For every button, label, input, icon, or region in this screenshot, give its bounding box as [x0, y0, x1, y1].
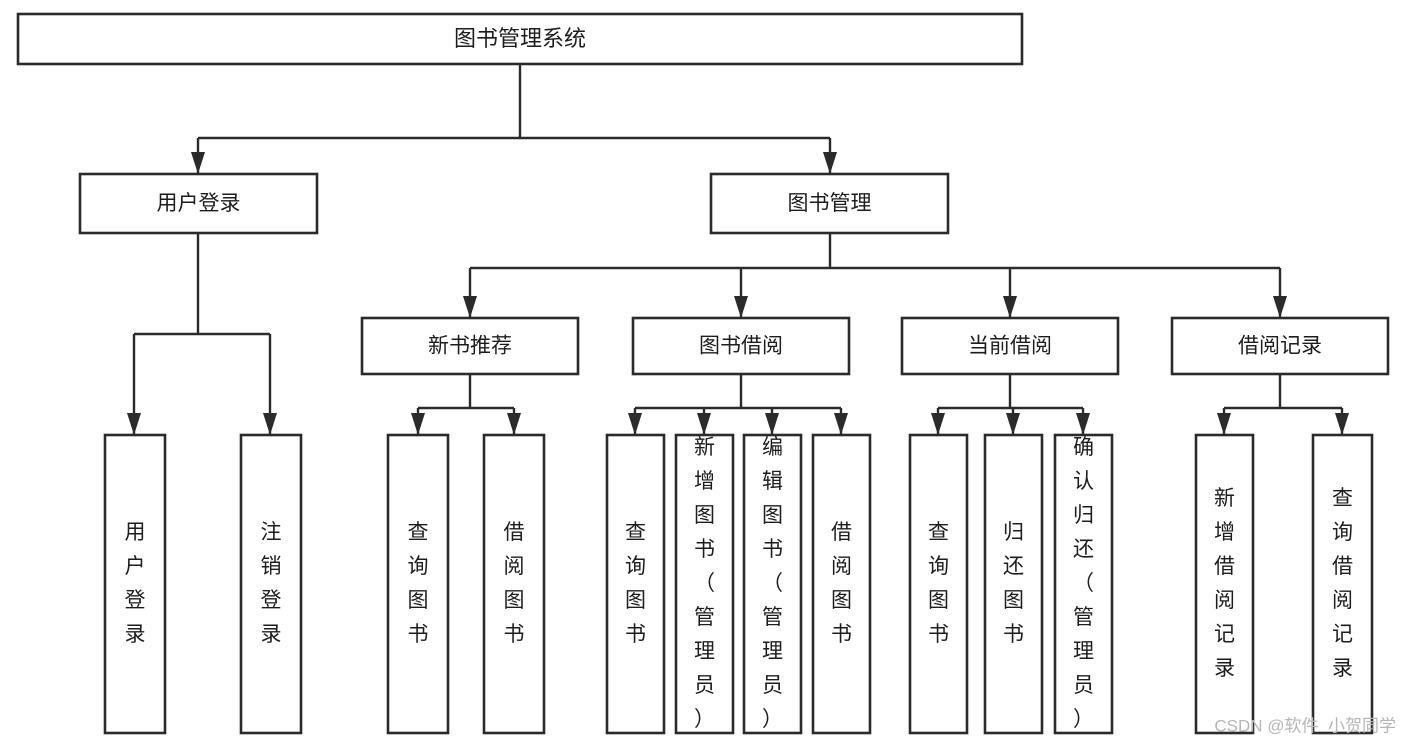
node-l2-图书管理-label: 图书管理: [788, 192, 872, 215]
node-l3-新书推荐-label: 新书推荐: [428, 335, 512, 358]
node-root-图书管理系统-box[interactable]: [16, 12, 1024, 66]
node-leaf-7-label: 借阅图书: [831, 521, 852, 646]
node-leaf-4-查询图书[interactable]: 查询图书: [605, 433, 666, 735]
arrow-head-icon-manage-1: [734, 296, 748, 318]
node-l3-借阅记录-box[interactable]: [1170, 316, 1390, 376]
node-leaf-5-新增图书（管理员）[interactable]: 新增图书（管理员）: [674, 433, 735, 735]
node-leaf-10-label: 确认归还（管理员）: [1073, 436, 1094, 731]
arrow-head-icon-group-0-0: [411, 413, 425, 435]
arrow-head-icon-manage-3: [1273, 296, 1287, 318]
node-leaf-5-box[interactable]: [674, 433, 735, 735]
arrow-head-icon-group-2-1: [1006, 413, 1020, 435]
node-l3-借阅记录-label: 借阅记录: [1238, 335, 1322, 358]
node-leaf-10-确认归还（管理员）[interactable]: 确认归还（管理员）: [1053, 433, 1114, 735]
node-leaf-9-box[interactable]: [983, 433, 1044, 735]
node-leaf-9-label: 归还图书: [1003, 521, 1024, 646]
node-leaf-1-注销登录[interactable]: 注销登录: [239, 433, 303, 735]
node-leaf-0-box[interactable]: [103, 433, 167, 735]
node-leaf-6-box[interactable]: [742, 433, 803, 735]
node-leaf-7-box[interactable]: [811, 433, 872, 735]
node-leaf-10-box[interactable]: [1053, 433, 1114, 735]
node-l3-图书借阅-label: 图书借阅: [699, 335, 783, 358]
arrow-head-icon-login-0: [127, 413, 141, 435]
node-leaf-4-label: 查询图书: [625, 521, 646, 646]
node-leaf-12-查询借阅记录[interactable]: 查询借阅记录: [1311, 433, 1374, 735]
node-l2-图书管理-box[interactable]: [709, 172, 950, 235]
node-leaf-11-新增借阅记录[interactable]: 新增借阅记录: [1194, 433, 1255, 735]
arrow-head-icon-root-0: [191, 152, 205, 174]
node-leaf-1-box[interactable]: [239, 433, 303, 735]
connector-layer: [127, 64, 1349, 435]
node-layer: 图书管理系统用户登录图书管理新书推荐图书借阅当前借阅借阅记录用户登录注销登录查询…: [16, 12, 1390, 735]
node-leaf-8-查询图书[interactable]: 查询图书: [908, 433, 969, 735]
node-leaf-0-label: 用户登录: [125, 521, 146, 646]
arrow-head-icon-group-1-3: [834, 413, 848, 435]
node-l3-当前借阅-box[interactable]: [900, 316, 1120, 376]
node-l3-当前借阅[interactable]: 当前借阅: [900, 316, 1120, 376]
node-l3-借阅记录[interactable]: 借阅记录: [1170, 316, 1390, 376]
node-l2-图书管理[interactable]: 图书管理: [709, 172, 950, 235]
arrow-head-icon-group-1-0: [628, 413, 642, 435]
watermark-label: CSDN @软件_小贺同学: [1214, 716, 1396, 735]
node-leaf-4-box[interactable]: [605, 433, 666, 735]
node-leaf-3-box[interactable]: [482, 433, 546, 735]
node-leaf-8-box[interactable]: [908, 433, 969, 735]
node-leaf-0-用户登录[interactable]: 用户登录: [103, 433, 167, 735]
node-leaf-9-归还图书[interactable]: 归还图书: [983, 433, 1044, 735]
node-l2-用户登录-label: 用户登录: [157, 192, 241, 215]
node-leaf-12-box[interactable]: [1311, 433, 1374, 735]
node-l3-新书推荐-box[interactable]: [360, 316, 580, 376]
node-l2-用户登录-box[interactable]: [78, 172, 319, 235]
arrow-head-icon-group-0-1: [507, 413, 521, 435]
node-leaf-2-label: 查询图书: [408, 521, 429, 646]
node-leaf-8-label: 查询图书: [928, 521, 949, 646]
arrow-head-icon-manage-0: [463, 296, 477, 318]
node-l3-图书借阅[interactable]: 图书借阅: [631, 316, 851, 376]
node-l2-用户登录[interactable]: 用户登录: [78, 172, 319, 235]
node-leaf-6-label: 编辑图书（管理员）: [762, 436, 783, 731]
node-leaf-12-label: 查询借阅记录: [1332, 487, 1353, 680]
arrow-head-icon-group-2-2: [1076, 413, 1090, 435]
node-l3-图书借阅-box[interactable]: [631, 316, 851, 376]
arrow-head-icon-group-2-0: [931, 413, 945, 435]
node-leaf-6-编辑图书（管理员）[interactable]: 编辑图书（管理员）: [742, 433, 803, 735]
arrow-head-icon-group-3-1: [1335, 413, 1349, 435]
arrow-head-icon-group-1-2: [765, 413, 779, 435]
node-leaf-5-label: 新增图书（管理员）: [694, 436, 715, 731]
arrow-head-icon-manage-2: [1003, 296, 1017, 318]
node-leaf-11-box[interactable]: [1194, 433, 1255, 735]
node-leaf-11-label: 新增借阅记录: [1214, 487, 1235, 680]
node-leaf-3-借阅图书[interactable]: 借阅图书: [482, 433, 546, 735]
node-leaf-7-借阅图书[interactable]: 借阅图书: [811, 433, 872, 735]
arrow-head-icon-group-3-0: [1217, 413, 1231, 435]
node-leaf-2-查询图书[interactable]: 查询图书: [386, 433, 450, 735]
node-leaf-2-box[interactable]: [386, 433, 450, 735]
arrow-head-icon-root-1: [823, 152, 837, 174]
node-l3-当前借阅-label: 当前借阅: [968, 335, 1052, 358]
node-leaf-3-label: 借阅图书: [504, 521, 525, 646]
arrow-head-icon-group-1-1: [697, 413, 711, 435]
arrow-head-icon-login-1: [263, 413, 277, 435]
node-root-图书管理系统[interactable]: 图书管理系统: [16, 12, 1024, 66]
node-root-图书管理系统-label: 图书管理系统: [454, 26, 586, 51]
node-leaf-1-label: 注销登录: [261, 521, 282, 646]
node-l3-新书推荐[interactable]: 新书推荐: [360, 316, 580, 376]
